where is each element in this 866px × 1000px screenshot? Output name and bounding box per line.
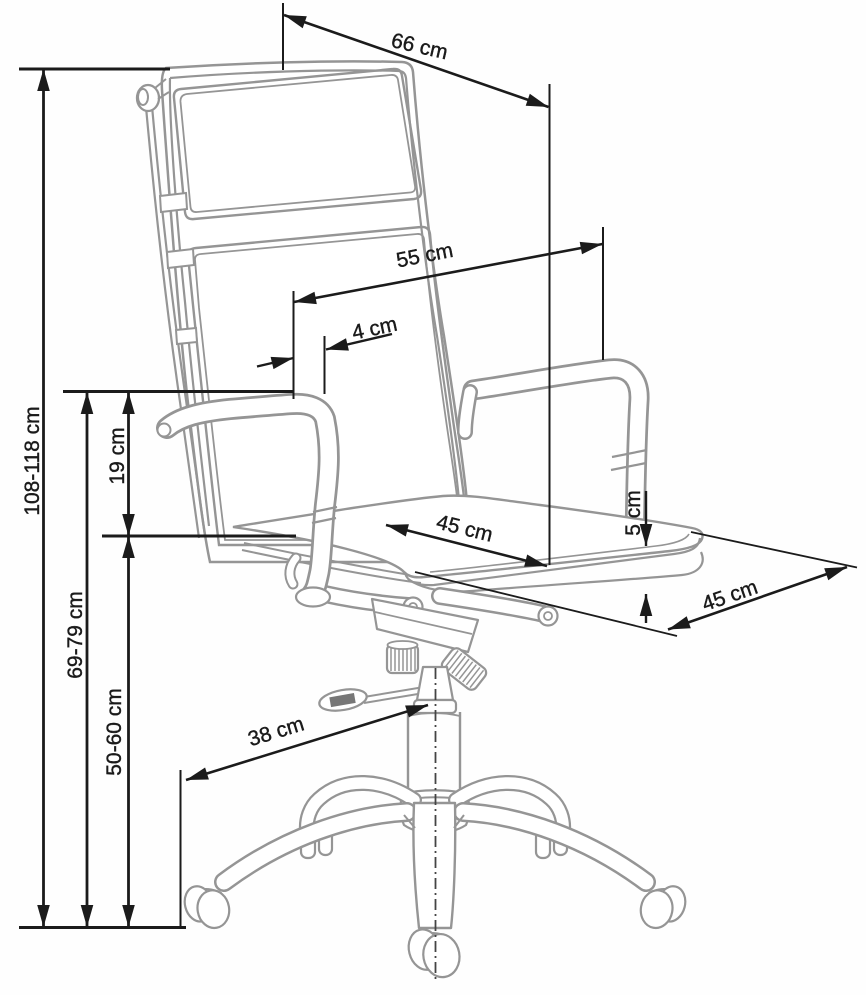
svg-text:69-79 cm: 69-79 cm	[64, 591, 87, 679]
svg-text:50-60 cm: 50-60 cm	[103, 688, 126, 776]
svg-text:5 cm: 5 cm	[622, 490, 645, 536]
svg-text:55 cm: 55 cm	[394, 239, 455, 272]
svg-text:19 cm: 19 cm	[106, 427, 129, 484]
svg-text:108-118 cm: 108-118 cm	[21, 406, 44, 515]
